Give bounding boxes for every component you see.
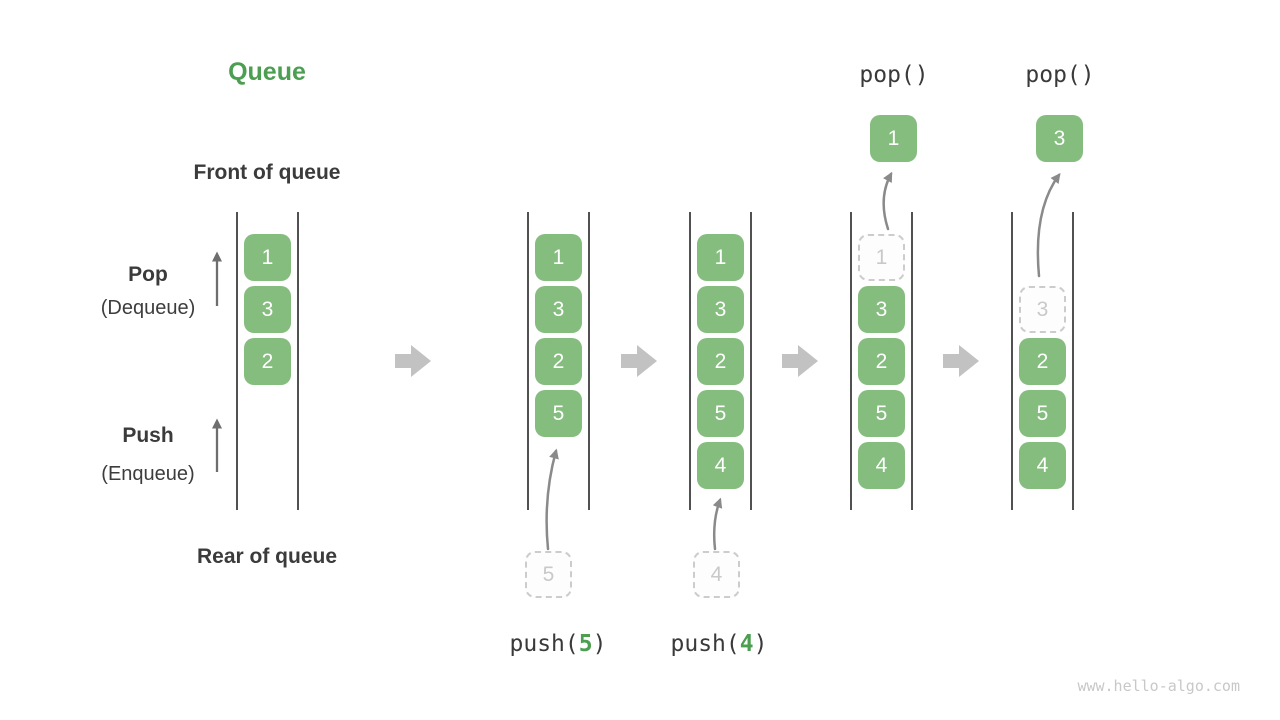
popped-value-box: 1: [870, 115, 917, 162]
front-of-queue-label: Front of queue: [193, 161, 341, 184]
push-call-suffix: ): [592, 631, 607, 657]
queue-cell: 3: [535, 286, 582, 333]
push-call-prefix: push(: [670, 631, 740, 657]
pop-label: Pop: [128, 263, 168, 286]
queue-cell: 2: [244, 338, 291, 385]
queue-cell: 5: [1019, 390, 1066, 437]
pop-sublabel: (Dequeue): [100, 297, 196, 319]
push-call-arg: 4: [739, 631, 754, 657]
push-call-arg: 5: [578, 631, 593, 657]
queue-cell-ghost: 1: [858, 234, 905, 281]
pushed-value-box: 5: [525, 551, 572, 598]
flow-arrow-icon: [621, 345, 657, 377]
flow-arrow-icon: [782, 345, 818, 377]
queue-cell: 5: [858, 390, 905, 437]
queue-cell: 2: [535, 338, 582, 385]
queue-column-4: 1 3 2 5 4: [850, 212, 913, 510]
pushed-value-box: 4: [693, 551, 740, 598]
watermark: www.hello-algo.com: [1077, 677, 1240, 695]
queue-cell: 1: [535, 234, 582, 281]
queue-column-2: 1 3 2 5: [527, 212, 590, 510]
queue-column-1: 1 3 2: [236, 212, 299, 510]
flow-arrow-icon: [395, 345, 431, 377]
queue-cell: 3: [697, 286, 744, 333]
queue-cell: 3: [244, 286, 291, 333]
queue-cell: 4: [858, 442, 905, 489]
queue-cell: 2: [697, 338, 744, 385]
diagram-title: Queue: [228, 58, 306, 86]
rear-of-queue-label: Rear of queue: [196, 545, 338, 568]
push-call-label: push(5): [478, 631, 638, 657]
push-label: Push: [122, 424, 174, 447]
queue-cell: 2: [858, 338, 905, 385]
push-call-prefix: push(: [509, 631, 579, 657]
popped-value-box: 3: [1036, 115, 1083, 162]
queue-cell-ghost: 3: [1019, 286, 1066, 333]
push-call-label: push(4): [639, 631, 799, 657]
queue-cell: 5: [535, 390, 582, 437]
queue-cell: 4: [697, 442, 744, 489]
pop-call-label: pop(): [859, 62, 929, 88]
push-call-suffix: ): [753, 631, 768, 657]
queue-column-3: 1 3 2 5 4: [689, 212, 752, 510]
queue-cell: 2: [1019, 338, 1066, 385]
queue-cell: 1: [697, 234, 744, 281]
push-sublabel: (Enqueue): [101, 463, 195, 485]
queue-cell: 4: [1019, 442, 1066, 489]
queue-cell: 3: [858, 286, 905, 333]
queue-cell: 5: [697, 390, 744, 437]
queue-cell: 1: [244, 234, 291, 281]
pop-call-label: pop(): [1025, 62, 1095, 88]
queue-column-5: 3 2 5 4: [1011, 212, 1074, 510]
flow-arrow-icon: [943, 345, 979, 377]
